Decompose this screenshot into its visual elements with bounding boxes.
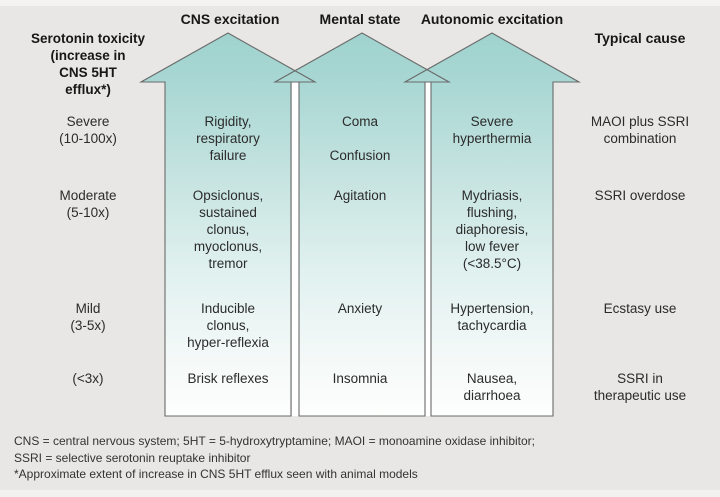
mental-state-arrow bbox=[275, 33, 449, 416]
column-header-autonomic-excitation: Autonomic excitation bbox=[420, 11, 564, 27]
typical-cause-cell: SSRI overdose bbox=[594, 188, 686, 203]
autonomic-excitation-cell: Severe hyperthermia bbox=[452, 114, 532, 146]
bottom-border-strip bbox=[0, 490, 720, 497]
cns-excitation-arrow-outline bbox=[138, 32, 318, 417]
autonomic-excitation-arrow bbox=[405, 33, 579, 416]
shaft-gap-1 bbox=[292, 82, 299, 416]
mental-state-cell: Insomnia bbox=[332, 371, 388, 386]
cns-excitation-cell: Opsiclonus, sustained clonus, myoclonus,… bbox=[192, 188, 264, 271]
footnote-abbreviations-line2: SSRI = selective serotonin reuptake inhi… bbox=[14, 451, 251, 465]
severity-label: (<3x) bbox=[72, 371, 104, 386]
cns-excitation-cell: Inducible clonus, hyper-reflexia bbox=[187, 301, 269, 350]
autonomic-excitation-cell: Hypertension, tachycardia bbox=[450, 301, 534, 333]
mental-state-arrow-outline bbox=[272, 32, 452, 417]
footnote-abbreviations-line1: CNS = central nervous system; 5HT = 5-hy… bbox=[14, 434, 535, 448]
top-border-strip bbox=[0, 0, 720, 6]
column-header-cns-excitation: CNS excitation bbox=[180, 11, 280, 27]
column-header-mental-state: Mental state bbox=[319, 11, 401, 27]
severity-label: Severe (10-100x) bbox=[59, 114, 117, 146]
severity-label: Mild (3-5x) bbox=[70, 301, 106, 333]
typical-cause-cell: MAOI plus SSRI combination bbox=[590, 114, 690, 146]
autonomic-excitation-arrow-outline bbox=[402, 32, 582, 417]
cns-excitation-cell: Rigidity, respiratory failure bbox=[196, 114, 260, 163]
autonomic-excitation-cell: Nausea, diarrhoea bbox=[463, 371, 521, 403]
cns-excitation-cell: Brisk reflexes bbox=[187, 371, 269, 386]
typical-cause-cell: Ecstasy use bbox=[603, 301, 677, 316]
autonomic-excitation-cell: Mydriasis, flushing, diaphoresis, low fe… bbox=[455, 188, 529, 271]
mental-state-cell: Agitation bbox=[333, 188, 387, 203]
shaft-gap-2 bbox=[425, 82, 431, 416]
mental-state-cell: Coma Confusion bbox=[329, 114, 391, 163]
mental-state-cell: Anxiety bbox=[337, 301, 383, 316]
severity-label: Moderate (5-10x) bbox=[59, 188, 117, 220]
typical-cause-cell: SSRI in therapeutic use bbox=[593, 371, 687, 403]
footnote-asterisk: *Approximate extent of increase in CNS 5… bbox=[14, 467, 418, 481]
cns-excitation-arrow bbox=[141, 33, 315, 416]
left-axis-title: Serotonin toxicity (increase in CNS 5HT … bbox=[30, 31, 145, 97]
column-header-typical-cause: Typical cause bbox=[594, 30, 686, 46]
